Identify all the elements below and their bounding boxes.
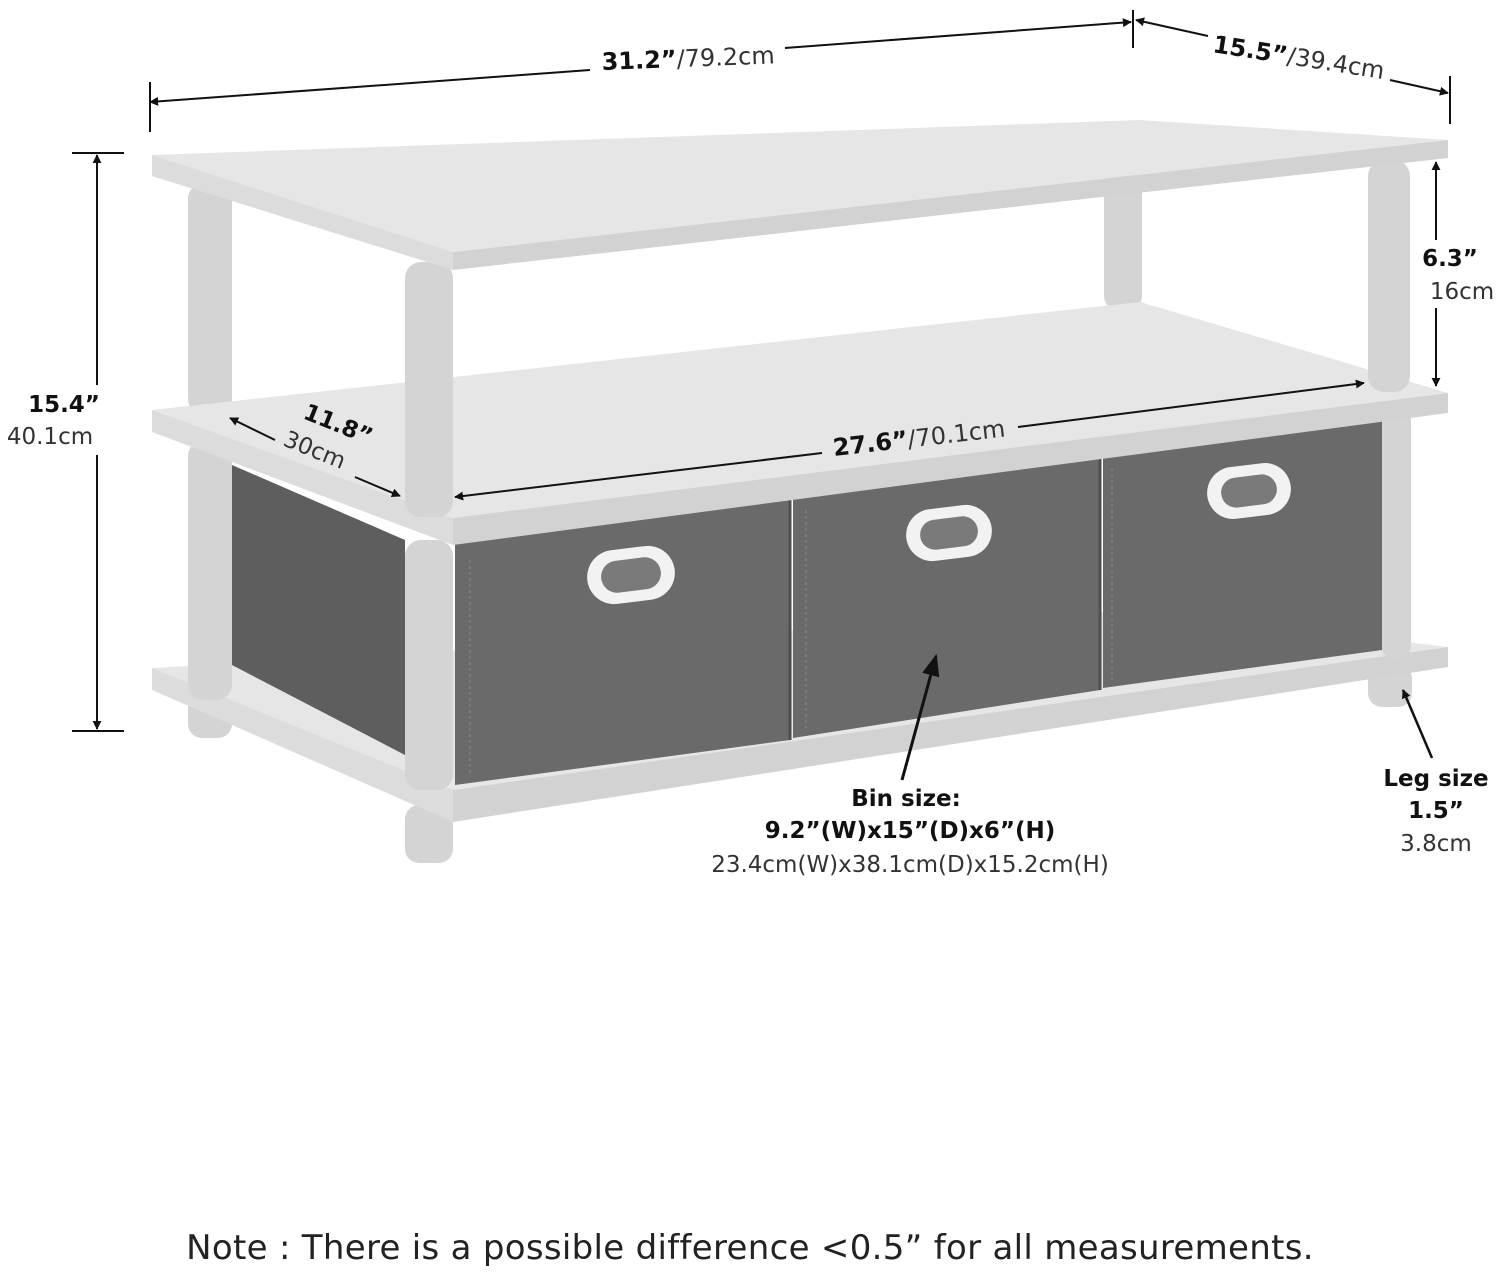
leg-size-metric: 3.8cm	[1400, 831, 1472, 857]
overall-width-metric: /79.2cm	[676, 41, 775, 73]
middle-shelf-front-edge	[453, 393, 1448, 545]
bin-size-heading: Bin size:	[851, 786, 961, 812]
bottom-leg-front-left	[405, 805, 453, 863]
bin-3	[1103, 420, 1382, 688]
post-upper-front-right	[1368, 160, 1410, 392]
bin-side-left	[232, 465, 405, 755]
shelf-gap-imperial: 6.3”	[1422, 246, 1478, 272]
top-shelf-front-edge	[453, 140, 1448, 270]
top-shelf-top	[152, 120, 1448, 252]
dimension-lines	[72, 10, 1451, 781]
leg-size-imperial: 1.5”	[1408, 798, 1464, 824]
bottom-shelf-edge	[152, 668, 453, 822]
bin-size-imperial: 9.2”(W)x15”(D)x6”(H)	[765, 818, 1056, 844]
post-upper-back-right	[1104, 168, 1142, 310]
overall-height-metric: 40.1cm	[7, 424, 93, 450]
coffee-table-illustration	[152, 120, 1448, 863]
post-lower-back-right	[1381, 408, 1411, 658]
post-upper-back-left	[188, 183, 232, 415]
measurement-note: Note : There is a possible difference <0…	[186, 1228, 1314, 1268]
bin-handle-3	[1207, 463, 1291, 519]
top-shelf-left-edge	[152, 155, 453, 270]
middle-shelf-top	[152, 302, 1448, 518]
bin-handle-2	[906, 504, 992, 562]
bin-handle-1	[587, 545, 675, 605]
middle-shelf-left-edge	[152, 410, 453, 545]
post-lower-back-left	[188, 440, 232, 700]
post-lower-front-left	[405, 540, 453, 790]
overall-depth-label: 15.5”/39.4cm	[1211, 30, 1386, 85]
bin-2	[793, 452, 1100, 738]
post-upper-front-left	[405, 262, 453, 517]
overall-width-imperial: 31.2”	[601, 45, 677, 76]
overall-depth-imperial: 15.5”	[1211, 30, 1289, 69]
bin-size-metric: 23.4cm(W)x38.1cm(D)x15.2cm(H)	[711, 852, 1109, 878]
bottom-shelf-front-edge	[453, 647, 1448, 822]
storage-bins	[232, 420, 1382, 785]
leg-size-heading: Leg size	[1383, 766, 1488, 792]
overall-depth-metric: /39.4cm	[1285, 42, 1386, 85]
overall-height-imperial: 15.4”	[28, 392, 100, 418]
bin-1	[455, 495, 790, 785]
overall-width-label: 31.2”/79.2cm	[601, 41, 775, 76]
shelf-gap-metric: 16cm	[1430, 279, 1494, 305]
